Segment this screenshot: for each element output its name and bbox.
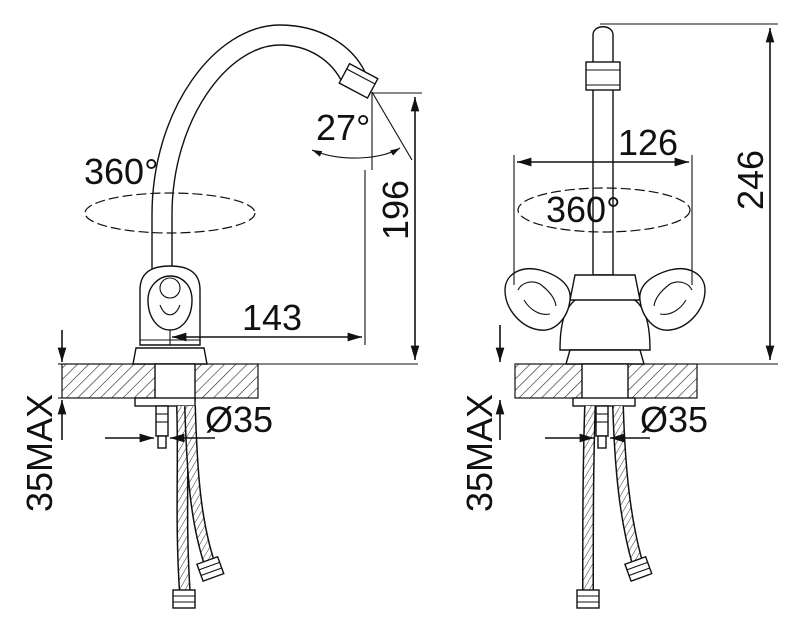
base-flange-left [132, 347, 208, 365]
diameter-label-left: Ø35 [205, 399, 273, 440]
rotation-ellipse-left [84, 192, 256, 234]
width-label: 126 [618, 122, 678, 163]
rotation-ellipse-right [517, 187, 691, 233]
rotation-label-left: 360° [84, 151, 158, 192]
base-flange-right [565, 349, 645, 365]
right-view: 360° 126 246 35MAX Ø35 [459, 23, 778, 609]
total-height-label: 246 [730, 150, 771, 210]
height-label-left: 196 [375, 180, 416, 240]
rotation-label-right: 360° [546, 189, 620, 230]
handle-left-right-view [504, 268, 571, 331]
spout-left [151, 24, 366, 281]
diameter-label-right: Ø35 [640, 399, 708, 440]
max-thickness-label-left: 35MAX [19, 394, 60, 512]
max-thickness-label-right: 35MAX [459, 394, 500, 512]
left-view: 360° 27° 196 143 35MAX Ø35 [19, 24, 422, 609]
handle-right-right-view [639, 268, 706, 331]
aerator-angle-label: 27° [316, 107, 370, 148]
aerator-left [338, 62, 379, 100]
reach-label: 143 [242, 297, 302, 338]
